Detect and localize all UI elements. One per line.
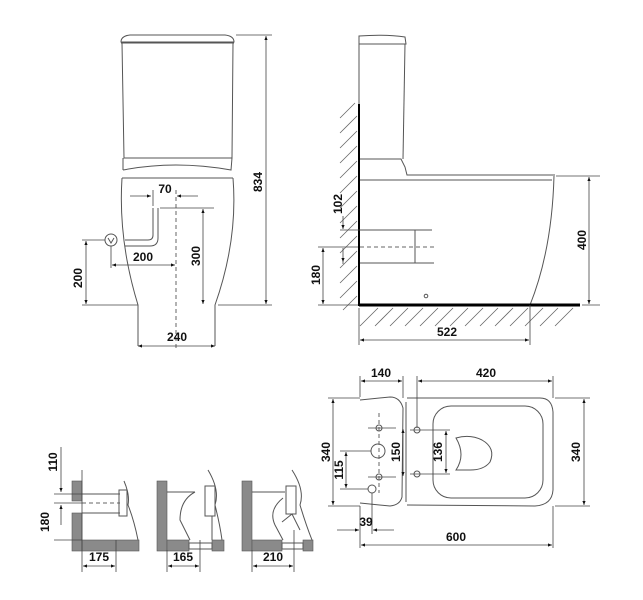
dim-136: 136 xyxy=(431,442,445,462)
dim-420: 420 xyxy=(476,366,496,380)
dim-110: 110 xyxy=(46,452,60,472)
dim-39: 39 xyxy=(359,515,373,529)
dim-175: 175 xyxy=(89,550,109,564)
dim-240: 240 xyxy=(167,330,187,344)
dim-300: 300 xyxy=(189,246,203,266)
dim-340-right: 340 xyxy=(569,442,583,462)
install-detail-angled: 210 xyxy=(241,469,314,572)
dim-180-side: 180 xyxy=(309,265,323,285)
install-detail-vertical: 165 xyxy=(156,469,225,572)
dim-210: 210 xyxy=(263,550,283,564)
dim-340-left: 340 xyxy=(319,442,333,462)
dim-102: 102 xyxy=(331,194,345,214)
install-detail-horizontal: 110 180 175 xyxy=(38,447,140,572)
dim-522: 522 xyxy=(437,325,457,339)
dim-200-horizontal: 200 xyxy=(133,250,153,264)
dim-115: 115 xyxy=(332,460,346,480)
dim-600: 600 xyxy=(446,530,466,544)
dim-140: 140 xyxy=(371,366,391,380)
dim-180-detail: 180 xyxy=(38,512,52,532)
dim-150: 150 xyxy=(389,442,403,462)
side-view: 102 180 400 522 xyxy=(309,34,600,345)
dim-834: 834 xyxy=(251,172,265,192)
top-view: 140 420 340 340 150 136 115 39 xyxy=(319,366,590,548)
dim-165: 165 xyxy=(173,550,193,564)
dim-400: 400 xyxy=(575,230,589,250)
dim-70: 70 xyxy=(158,182,172,196)
dim-200-vertical: 200 xyxy=(71,268,85,288)
front-view: 834 70 300 200 200 240 xyxy=(71,34,272,350)
